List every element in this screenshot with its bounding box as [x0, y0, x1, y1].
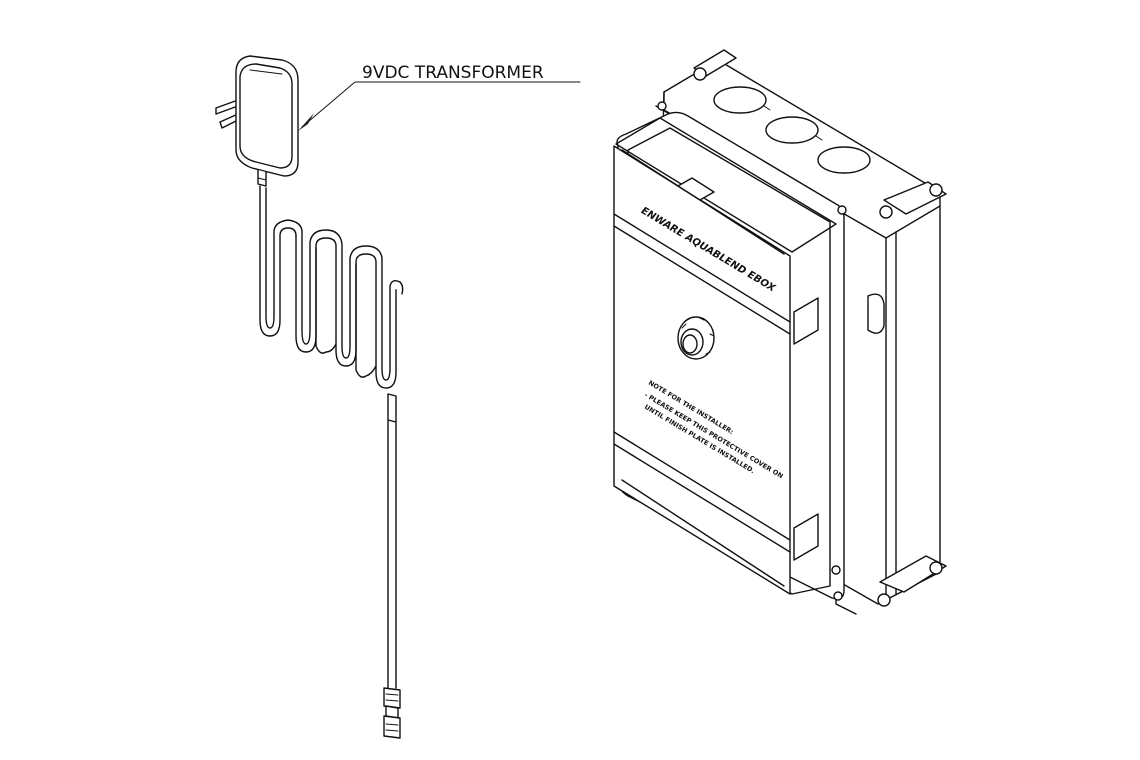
- transformer-label: 9VDC TRANSFORMER: [362, 63, 544, 83]
- cable-coil: [295, 229, 404, 389]
- ebox: ENWARE AQUABLEND EBOX NOTE FOR THE INSTA…: [613, 49, 947, 615]
- cable-connector: [383, 687, 401, 739]
- ebox-knob: [677, 316, 715, 360]
- transformer-callout: 9VDC TRANSFORMER: [298, 63, 581, 131]
- cable: [259, 185, 404, 739]
- transformer: [215, 55, 299, 187]
